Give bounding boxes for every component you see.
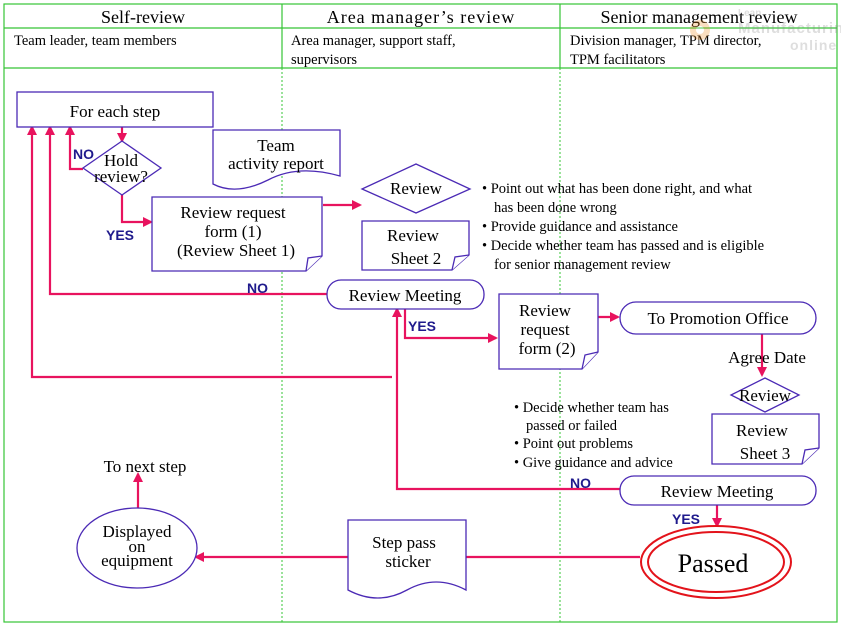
- decision-review-senior-label: Review: [739, 386, 792, 405]
- area-note-2: • Provide guidance and assistance: [482, 219, 678, 235]
- column-header-area-manager: Area manager’s review: [327, 7, 516, 27]
- watermark-line3: online: [790, 37, 837, 53]
- review-meeting-area-label: Review Meeting: [349, 286, 462, 305]
- senior-note-2: • Point out problems: [514, 436, 633, 452]
- area-note-1a: • Point out what has been done right, an…: [482, 181, 752, 197]
- document-team-activity-report-line2: activity report: [228, 154, 324, 173]
- connector-hold-no: [65, 125, 83, 171]
- senior-note-1b: passed or failed: [526, 418, 618, 434]
- terminal-passed-inner: [647, 531, 785, 593]
- label-no-hold: NO: [73, 146, 94, 162]
- review-sheet-3-line2: Sheet 3: [740, 444, 791, 463]
- document-fold-3: [581, 351, 599, 370]
- agree-date-label: Agree Date: [728, 348, 806, 367]
- column-participants-area-line1: Area manager, support staff,: [291, 33, 456, 49]
- decision-review-area: [360, 163, 472, 214]
- decision-review-area-label: Review: [390, 179, 443, 198]
- watermark-logo: Lean Manufacturing online: [690, 8, 841, 53]
- form2-line2: request: [520, 320, 569, 339]
- form2-line3: form (2): [518, 339, 575, 358]
- decision-hold-review-line1: Hold: [104, 151, 139, 170]
- review-sheet-3-line1: Review: [736, 421, 789, 440]
- displayed-line1: Displayed: [103, 522, 172, 541]
- area-note-1b: has been done wrong: [494, 200, 617, 216]
- connector-area-meeting-no: [45, 125, 327, 296]
- area-note-3a: • Decide whether team has passed and is …: [482, 238, 764, 254]
- column-participants-senior-line1: Division manager, TPM director,: [570, 33, 761, 49]
- process-for-each-step: [16, 91, 214, 128]
- document-team-activity-report-line1: Team: [257, 136, 295, 155]
- label-yes-senior: YES: [672, 511, 700, 527]
- review-sheet-2-line2: Sheet 2: [391, 249, 442, 268]
- column-header-self-review: Self-review: [101, 7, 185, 27]
- displayed-line2: on: [129, 537, 147, 556]
- label-no-area: NO: [247, 280, 268, 296]
- outer-frame: [3, 3, 838, 623]
- column-participants-area-line2: supervisors: [291, 52, 357, 68]
- watermark-line2: Manufacturing: [738, 20, 841, 37]
- terminal-passed-label: Passed: [678, 549, 749, 578]
- process-to-promotion-office: [619, 301, 817, 335]
- form1-line1: Review request: [180, 203, 286, 222]
- connector-senior-meeting-no: [392, 307, 620, 491]
- decision-hold-review: [81, 140, 163, 196]
- column-header-senior-management: Senior management review: [601, 7, 798, 27]
- process-review-meeting-senior: [619, 475, 817, 506]
- decision-review-senior: [729, 377, 801, 413]
- process-for-each-step-label: For each step: [70, 102, 161, 121]
- senior-note-3: • Give guidance and advice: [514, 455, 673, 471]
- column-participants-senior-line2: TPM facilitators: [570, 52, 666, 68]
- form1-line2: form (1): [204, 222, 261, 241]
- connector-hold-yes: [120, 195, 153, 227]
- senior-review-notes: • Decide whether team has passed or fail…: [514, 400, 673, 471]
- review-sheet-2-line1: Review: [387, 226, 440, 245]
- area-review-notes: • Point out what has been done right, an…: [482, 181, 764, 273]
- label-yes-hold: YES: [106, 227, 134, 243]
- area-note-3b: for senior management review: [494, 257, 671, 273]
- document-team-activity-report: [212, 129, 341, 190]
- connector-area-meeting-yes: [403, 309, 498, 343]
- senior-note-1a: • Decide whether team has: [514, 400, 669, 416]
- label-yes-area: YES: [408, 318, 436, 334]
- form1-line3: (Review Sheet 1): [177, 241, 295, 260]
- label-no-senior: NO: [570, 475, 591, 491]
- document-fold-2: [451, 254, 470, 271]
- review-meeting-senior-label: Review Meeting: [661, 482, 774, 501]
- document-step-pass-sticker: [347, 519, 467, 599]
- decision-hold-review-line2: review?: [94, 167, 148, 186]
- step-pass-sticker-line1: Step pass: [372, 533, 436, 552]
- terminal-displayed-on-equipment: [76, 507, 198, 589]
- connector-return-loop: [27, 125, 392, 379]
- step-pass-sticker-line2: sticker: [385, 552, 431, 571]
- form2-line1: Review: [519, 301, 572, 320]
- column-participants-self-review: Team leader, team members: [14, 33, 177, 49]
- process-review-meeting-area: [326, 279, 485, 310]
- document-fold-1: [305, 255, 323, 272]
- to-next-step-label: To next step: [104, 457, 187, 476]
- document-fold-4: [801, 447, 820, 465]
- watermark-line1: Lean: [738, 8, 761, 19]
- to-promotion-office-label: To Promotion Office: [647, 309, 788, 328]
- displayed-line3: equipment: [101, 551, 173, 570]
